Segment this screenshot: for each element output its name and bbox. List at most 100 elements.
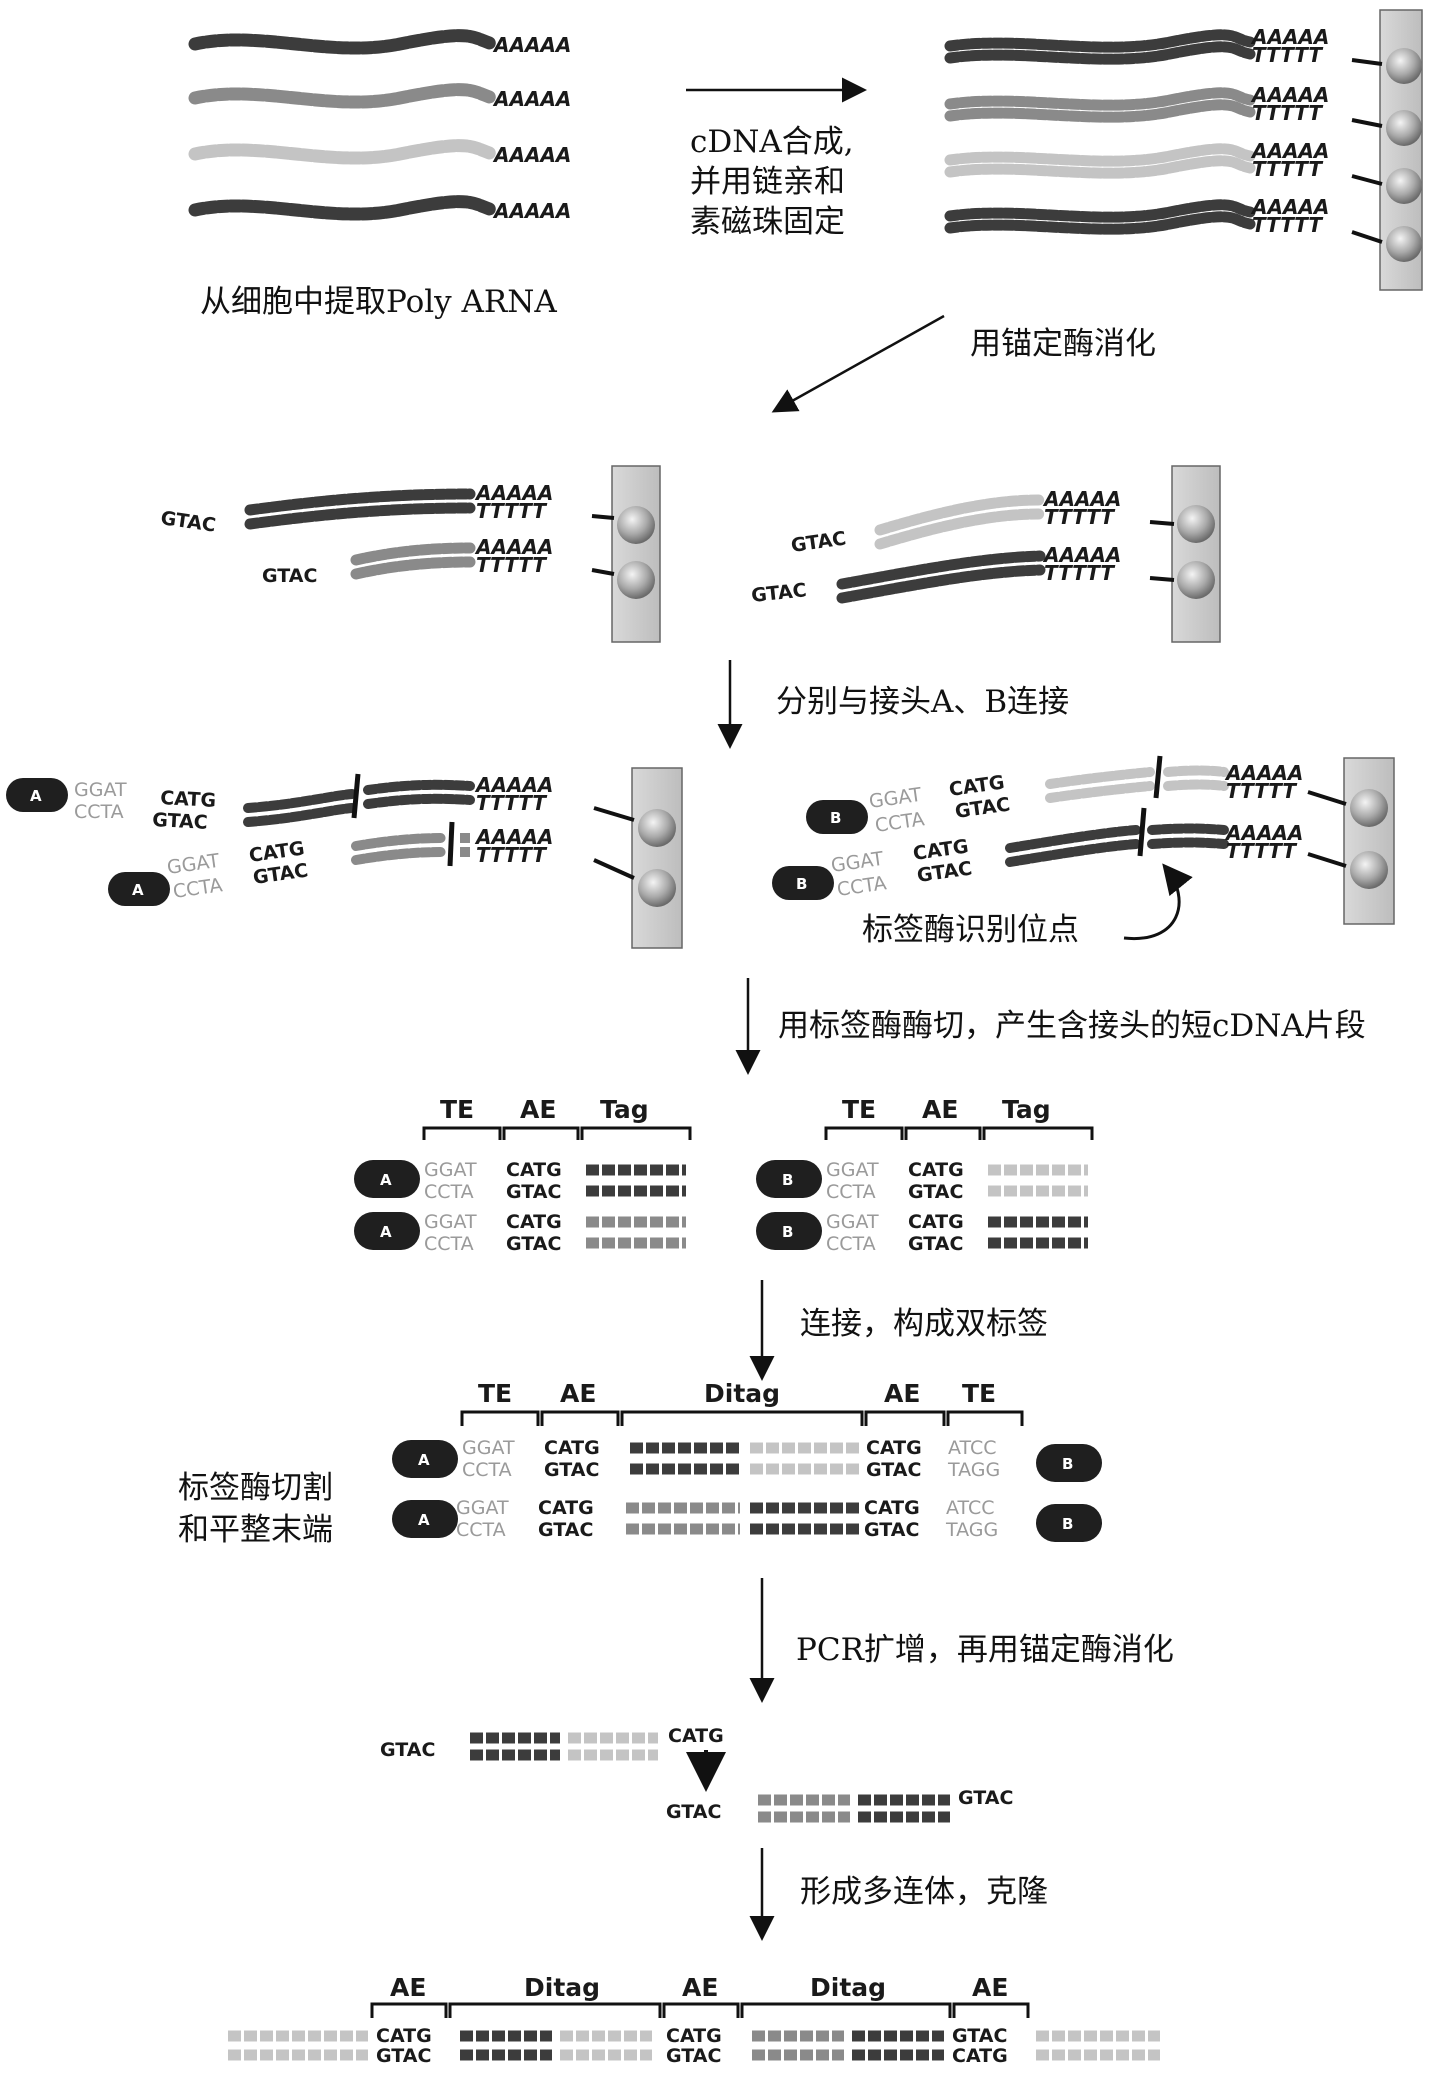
poly-a-rna-group: AAAAA AAAAA AAAAA AAAAA 从细胞中提取Poly ARNA: [188, 29, 571, 320]
poly-t-text: TTTTT: [1226, 779, 1297, 803]
tag-bracket: [580, 1126, 692, 1140]
te-bracket: [824, 1126, 904, 1140]
ditag-bracket: [448, 2002, 662, 2018]
poly-t-text: TTTTT: [1252, 43, 1323, 67]
bead-plate: [1343, 757, 1395, 925]
bead-plate: [611, 465, 661, 643]
te-bracket: [946, 1410, 1024, 1426]
bead-plate: [1171, 465, 1221, 643]
tag-bracket: [982, 1126, 1094, 1140]
gtac-text: GTAC: [152, 809, 208, 834]
adapter-b-text: B: [782, 1171, 793, 1189]
ditag-bracket: [620, 1410, 864, 1426]
ditag-group: TE AE Ditag AE TE A GGAT CCTA CATG GTAC …: [178, 1379, 1102, 1548]
poly-t-text: TTTTT: [476, 791, 547, 815]
ae-label: AE: [682, 1973, 718, 2002]
gtac-text: GTAC: [864, 1519, 919, 1541]
ccta-text: CCTA: [836, 872, 888, 901]
tag-label: Tag: [1002, 1095, 1051, 1124]
bead: [1350, 789, 1388, 827]
te-label: TE: [440, 1095, 474, 1124]
ggat-text: GGAT: [424, 1159, 477, 1181]
poly-t-text: TTTTT: [1252, 101, 1323, 125]
ggat-text: GGAT: [826, 1211, 879, 1233]
ccta-text: CCTA: [424, 1181, 474, 1203]
step5-label: 连接，构成双标签: [800, 1306, 1048, 1342]
adapter-left-group: A GGAT CCTA CATG GTAC AAAAA TTTTT A GGAT…: [6, 767, 683, 949]
cdna-strand: [350, 542, 476, 566]
adapter-a-text: A: [380, 1223, 392, 1241]
cdna-strand: [944, 155, 1256, 179]
catg-text: CATG: [666, 2025, 722, 2047]
linker: [593, 806, 635, 822]
adapter-b-text: B: [1062, 1515, 1073, 1533]
linker: [1351, 230, 1383, 244]
bead: [1350, 851, 1388, 889]
poly-a-text: AAAAA: [474, 481, 553, 505]
adapter-a-badge: [354, 1160, 420, 1198]
tagg-text: TAGG: [945, 1519, 998, 1541]
ae-bracket: [502, 1126, 580, 1140]
cdna-strand: [1147, 837, 1229, 849]
ccta-text: CCTA: [172, 874, 224, 903]
catg-text: CATG: [866, 1437, 922, 1459]
cdna-strand: [944, 199, 1256, 223]
extract-label: 从细胞中提取Poly ARNA: [200, 284, 557, 320]
step1-label-2: 并用链亲和: [690, 164, 845, 200]
bead-plate: [631, 767, 683, 949]
ditag-label: Ditag: [524, 1973, 600, 2002]
step3-label: 分别与接头A、B连接: [776, 684, 1069, 720]
ccta-text: CCTA: [826, 1233, 876, 1255]
ae-label: AE: [884, 1379, 920, 1408]
ggat-text: GGAT: [826, 1159, 879, 1181]
blunt-label-1: 标签酶切割: [178, 1470, 333, 1506]
ditag-bracket: [740, 2002, 952, 2018]
pcr-group: GTAC CATG GTAC GTAC: [380, 1725, 1013, 1823]
te-label: TE: [842, 1095, 876, 1124]
gtac-text: GTAC: [506, 1233, 561, 1255]
adapter-b-badge: [1036, 1444, 1102, 1482]
catg-text: CATG: [908, 1211, 964, 1233]
ae-bracket: [904, 1126, 982, 1140]
ae-label: AE: [922, 1095, 958, 1124]
cdna-strand: [1005, 825, 1141, 853]
cdna-strand: [944, 143, 1256, 167]
poly-a-text: AAAAA: [492, 33, 571, 57]
adapter-a-badge: [108, 872, 170, 906]
adapter-b-badge: [756, 1212, 822, 1250]
ggat-text: GGAT: [462, 1437, 515, 1459]
adapter-a-text: A: [418, 1511, 430, 1529]
catg-text: CATG: [160, 787, 217, 812]
tag-enzyme-site-marker: [447, 821, 455, 867]
step1-label: cDNA合成,: [690, 124, 854, 160]
linker: [593, 858, 635, 880]
cdna-strand: [351, 833, 447, 851]
adapter-a-badge: [392, 1500, 458, 1538]
catg-text: CATG: [538, 1497, 594, 1519]
poly-a-text: AAAAA: [1042, 543, 1121, 567]
ggat-text: GGAT: [456, 1497, 509, 1519]
ae-bracket: [864, 1410, 946, 1426]
poly-a-text: AAAAA: [492, 199, 571, 223]
tag-label: Tag: [600, 1095, 649, 1124]
adapter-right-group: B GGAT CCTA CATG GTAC AAAAA TTTTT B GGAT…: [772, 755, 1395, 948]
ccta-text: CCTA: [74, 801, 124, 823]
ae-label: AE: [390, 1973, 426, 2002]
poly-a-text: AAAAA: [474, 535, 553, 559]
adapter-b-badge: [1036, 1504, 1102, 1542]
tag-enzyme-site-marker: [351, 773, 361, 819]
mrna-strand: [188, 83, 499, 109]
gtac-text: GTAC: [538, 1519, 593, 1541]
tag-enzyme-site-marker: [1153, 755, 1163, 799]
cdna-strand: [944, 29, 1256, 53]
linker: [1351, 174, 1383, 186]
catg-text: CATG: [506, 1211, 562, 1233]
gtac-text: GTAC: [666, 2045, 721, 2067]
mrna-strand: [188, 29, 499, 55]
ccta-text: CCTA: [424, 1233, 474, 1255]
ae-label: AE: [972, 1973, 1008, 2002]
cdna-strand: [1005, 839, 1141, 867]
poly-a-text: AAAAA: [1250, 25, 1329, 49]
adapter-a-text: A: [418, 1451, 430, 1469]
cdna-strand: [243, 789, 357, 813]
